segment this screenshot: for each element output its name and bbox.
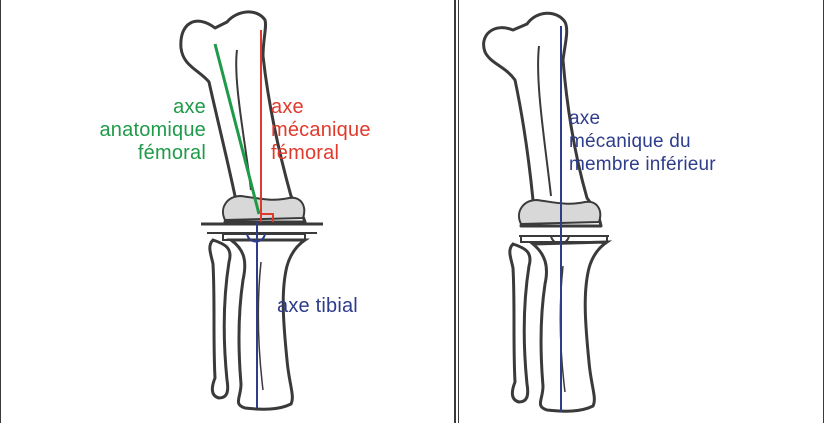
femoral-condyle-right bbox=[519, 200, 600, 224]
lower-limb-label-line-1: axe bbox=[569, 107, 716, 130]
right-leg-diagram bbox=[459, 0, 824, 423]
anatomical-femoral-axis-label: axe anatomique fémoral bbox=[99, 96, 206, 165]
mechanical-femoral-label-line-1: axe bbox=[271, 96, 371, 119]
fibula-outline bbox=[210, 240, 230, 398]
left-panel: axe anatomique fémoral axe mécanique fém… bbox=[0, 0, 456, 423]
tibial-label-text: axe tibial bbox=[277, 295, 358, 318]
right-panel: axe mécanique du membre inférieur bbox=[458, 0, 824, 423]
mechanical-femoral-axis-label: axe mécanique fémoral bbox=[271, 96, 371, 165]
anatomical-label-line-2: anatomique bbox=[99, 119, 206, 142]
femoral-condyle bbox=[223, 196, 304, 220]
lower-limb-mechanical-axis-label: axe mécanique du membre inférieur bbox=[569, 107, 716, 176]
mechanical-femoral-label-line-2: mécanique bbox=[271, 119, 371, 142]
tibia-outline-right bbox=[533, 242, 607, 411]
tibia-outline bbox=[231, 240, 305, 409]
lower-limb-label-line-2: mécanique du bbox=[569, 130, 716, 153]
tibial-axis-label: axe tibial bbox=[277, 295, 358, 318]
lower-limb-label-line-3: membre inférieur bbox=[569, 153, 716, 176]
anatomical-label-line-1: axe bbox=[99, 96, 206, 119]
fibula-outline-right bbox=[510, 244, 530, 402]
anatomical-label-line-3: fémoral bbox=[99, 142, 206, 165]
mechanical-femoral-label-line-3: fémoral bbox=[271, 142, 371, 165]
left-leg-diagram bbox=[1, 0, 457, 423]
